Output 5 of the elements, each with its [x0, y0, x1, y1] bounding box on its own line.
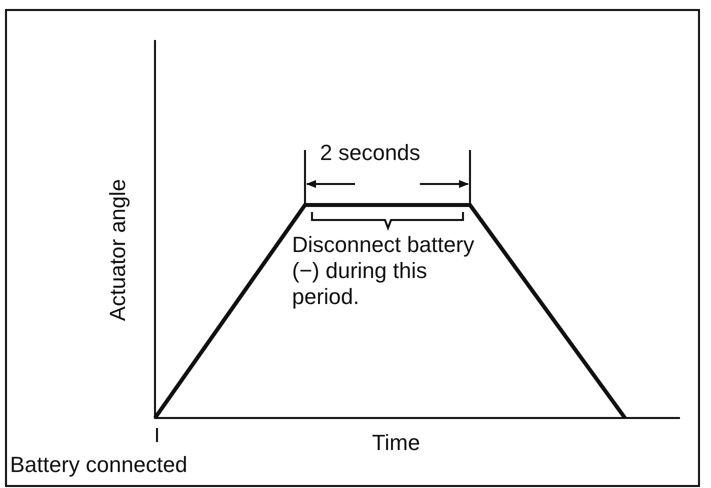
- caption-text: Battery connected: [10, 452, 188, 478]
- axis-title: Time: [372, 430, 422, 456]
- note-text: Disconnect battery (−) during this period.: [292, 232, 476, 310]
- dimension-label: 2 seconds: [320, 140, 422, 166]
- axis-title: Actuator angle: [105, 178, 131, 323]
